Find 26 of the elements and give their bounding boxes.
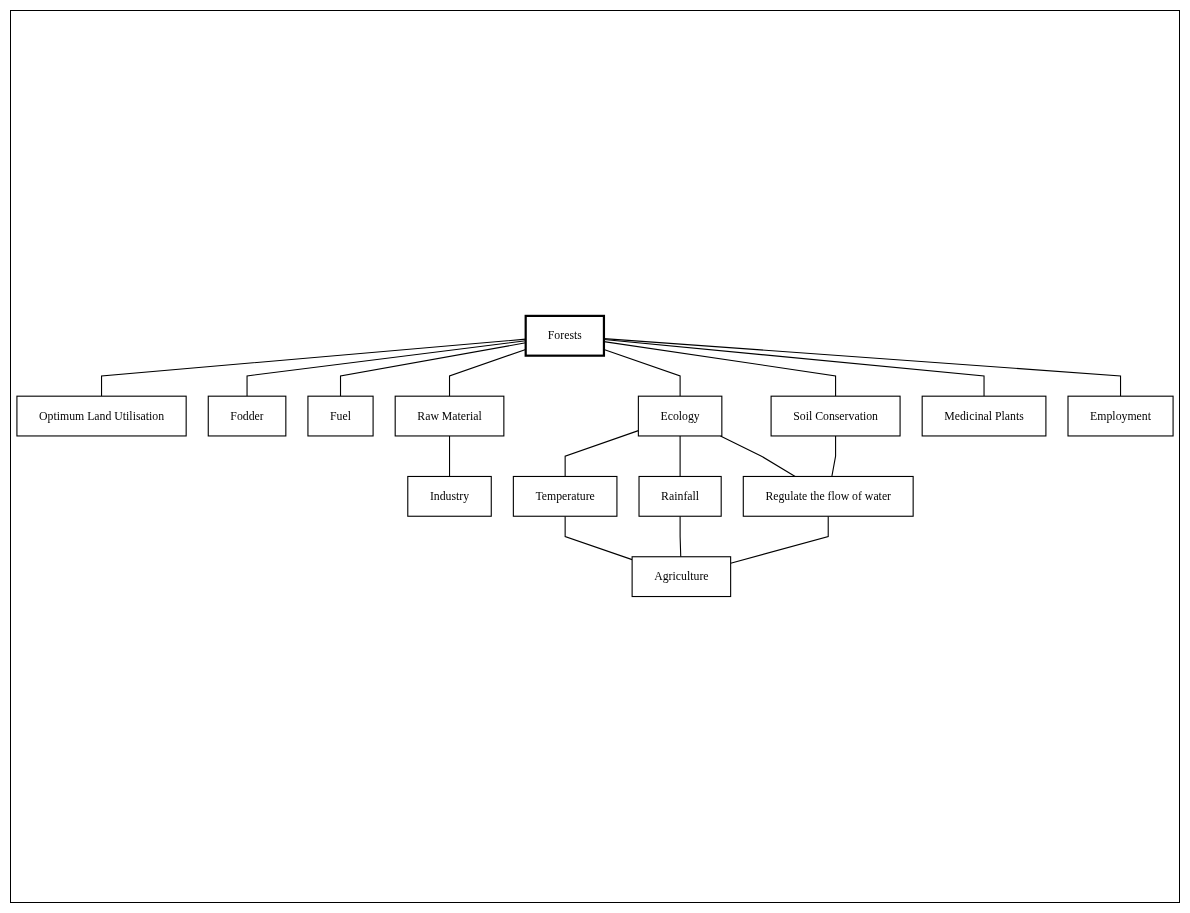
node-box: Regulate the flow of water xyxy=(742,476,914,518)
connector xyxy=(603,338,1122,397)
connector xyxy=(719,435,796,478)
node-box: Soil Conservation xyxy=(770,395,901,437)
node-box: Fodder xyxy=(207,395,287,437)
node-box: Raw Material xyxy=(394,395,505,437)
connector xyxy=(564,430,639,478)
node-box: Industry xyxy=(407,476,492,518)
node-box: Rainfall xyxy=(638,476,722,518)
connector xyxy=(730,515,829,564)
node-box: Agriculture xyxy=(631,556,732,598)
node-box: Fuel xyxy=(307,395,374,437)
connector xyxy=(564,515,633,561)
node-box: Forests xyxy=(524,315,606,358)
node-box: Medicinal Plants xyxy=(921,395,1047,437)
connector xyxy=(603,349,681,397)
connector xyxy=(603,341,837,397)
node-box: Temperature xyxy=(512,476,618,518)
connector xyxy=(679,435,681,478)
node-box: Employment xyxy=(1067,395,1174,437)
connector xyxy=(603,339,985,397)
node-box: Ecology xyxy=(637,395,723,437)
connector xyxy=(679,515,682,558)
connector xyxy=(831,435,837,478)
node-box: Optimum Land Utilisation xyxy=(16,395,187,437)
connector xyxy=(448,435,451,478)
